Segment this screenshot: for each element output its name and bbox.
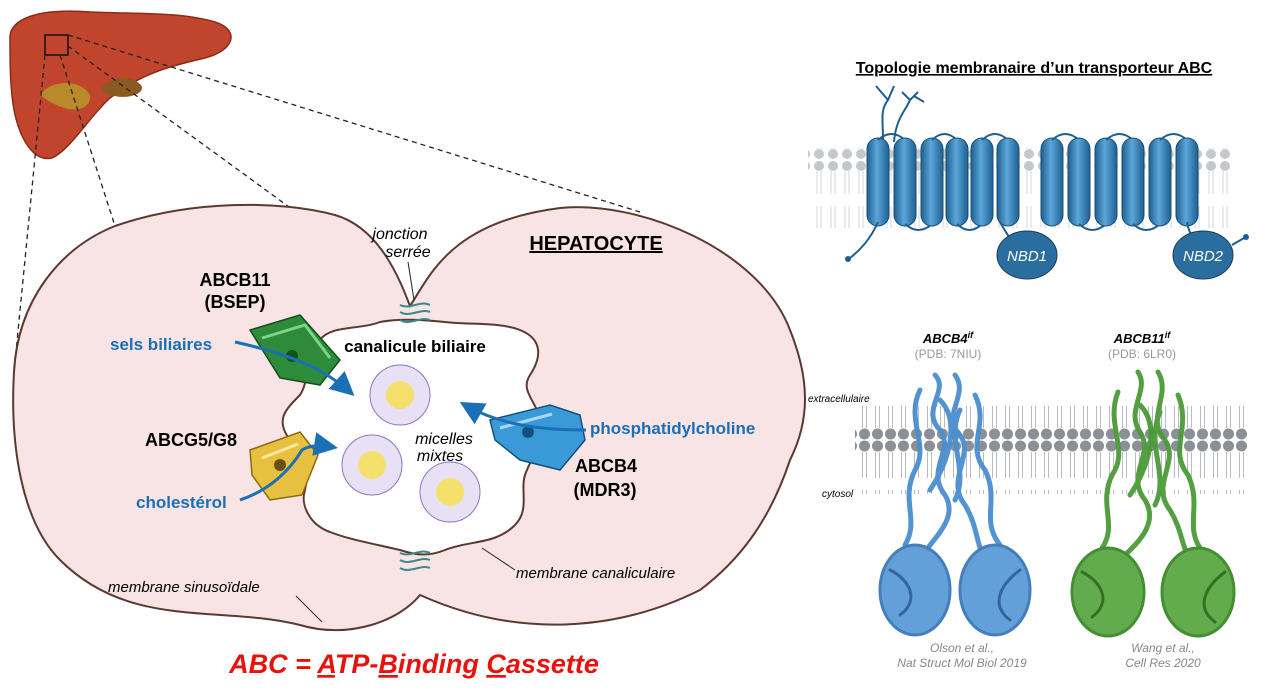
tight-junction-pointer [407,261,415,301]
tm-helix-2 [893,137,917,227]
canalicular-membrane-pointer [481,547,516,571]
micelle-2 [341,434,403,496]
abcb4-transporter [489,404,586,471]
tight-junction-top [399,302,431,323]
abcb11-ref-2: Cell Res 2020 [1125,656,1201,670]
extracellular-label: extracellulaire [808,394,870,405]
abcb4-ref-1: Olson et al., [930,641,994,655]
topology-n-terminus [845,256,851,262]
topology-helices [866,133,1199,231]
abcb4-structure [878,372,1032,637]
tm-helix-8 [1067,137,1091,227]
abcb4-alias: (MDR3) [574,480,637,500]
micelle-1 [369,364,431,426]
structure-abcb11-name: ABCB11if [1113,330,1172,346]
structure-abcb11-pdb: (PDB: 6LR0) [1108,347,1176,361]
topology-title: Topologie membranaire d’un transporteur … [856,60,1213,77]
topology-c-terminus [1243,234,1249,240]
hepatocyte-title: HEPATOCYTE [529,233,662,255]
tight-junction-bottom [399,550,431,571]
tm-helix-5 [970,137,994,227]
phosphatidylcholine-arrow [459,402,587,432]
canaliculus-label: canalicule biliaire [344,337,486,356]
sinusoidal-membrane-pointer [295,595,323,623]
tm-helix-12 [1175,137,1199,227]
tm-helix-10 [1121,137,1145,227]
tm-helix-4 [945,137,969,227]
nbd1-label: NBD1 [1007,248,1047,265]
cytosol-label: cytosol [822,489,854,500]
tm-helix-6 [996,137,1020,227]
cholesterol-label: cholestérol [136,493,227,512]
micelles-label-2: mixtes [417,448,463,465]
nbd2-domain [1172,230,1234,280]
tm-helix-9 [1094,137,1118,227]
abcb11-structure [1070,369,1236,638]
nbd1-domain [996,230,1058,280]
topology-glycosylation [875,85,925,143]
micelles-label-1: micelles [415,431,473,448]
sinusoidal-membrane-label: membrane sinusoïdale [108,579,260,596]
abcg5g8-name: ABCG5/G8 [145,430,237,450]
abcb4-name: ABCB4 [575,456,637,476]
canalicular-membrane-label: membrane canaliculaire [516,565,675,582]
bile-salts-label: sels biliaires [110,335,212,354]
abc-definition: ABC = ATP-Binding Cassette [228,649,599,679]
tm-helix-7 [1040,137,1064,227]
micelle-3 [419,461,481,523]
structure-abcb4-pdb: (PDB: 7NIU) [915,347,982,361]
tm-helix-11 [1148,137,1172,227]
abcb11-name: ABCB11 [199,270,270,290]
tight-junction-label-2: serrée [385,244,430,261]
cholesterol-arrow [239,432,338,502]
zoom-lines [13,34,641,373]
nbd2-label: NBD2 [1183,248,1224,265]
abcb4-ref-2: Nat Struct Mol Biol 2019 [897,656,1027,670]
abcb11-ref-1: Wang et al., [1131,641,1195,655]
abcb11-alias: (BSEP) [204,292,265,312]
tight-junction-label-1: jonction [370,226,427,243]
tm-helix-1 [866,137,890,227]
phosphatidylcholine-label: phosphatidylcholine [590,419,755,438]
bile-salts-arrow [234,340,355,397]
tm-helix-3 [920,137,944,227]
structure-abcb4-name: ABCB4if [922,330,974,346]
